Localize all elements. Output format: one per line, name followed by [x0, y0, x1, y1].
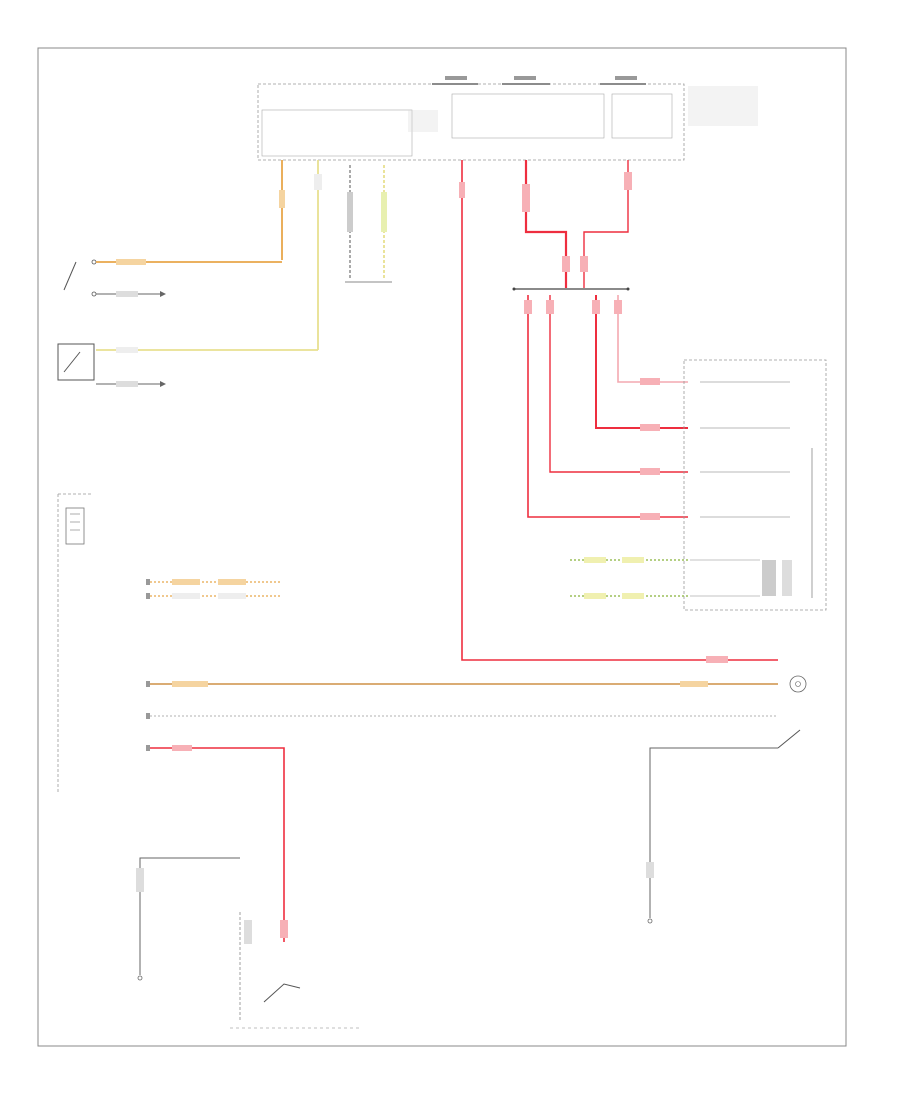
diagram-frame: [37, 47, 847, 1047]
bcm-pin-marks: [146, 579, 150, 751]
driver-door-switch: [57, 343, 318, 387]
driver-seat-belt-switch: [63, 259, 282, 297]
bcm-top: [257, 76, 758, 161]
ground-right: [647, 918, 653, 924]
red-feed-left: [459, 160, 778, 663]
bcm-lower: [57, 493, 280, 792]
splice-feeds: [522, 160, 632, 288]
bcm-wire-stubs: [279, 160, 392, 350]
key-lamp-circuits: [150, 681, 778, 942]
ignition-switch: [230, 912, 362, 1029]
splice: [512, 287, 630, 291]
key-lamp: [789, 675, 807, 693]
ground-left: [136, 857, 240, 981]
key-switch-right: [646, 729, 801, 918]
splice-outputs: [524, 295, 688, 520]
data-bus: [570, 557, 690, 599]
instrument-cluster: [683, 359, 827, 611]
